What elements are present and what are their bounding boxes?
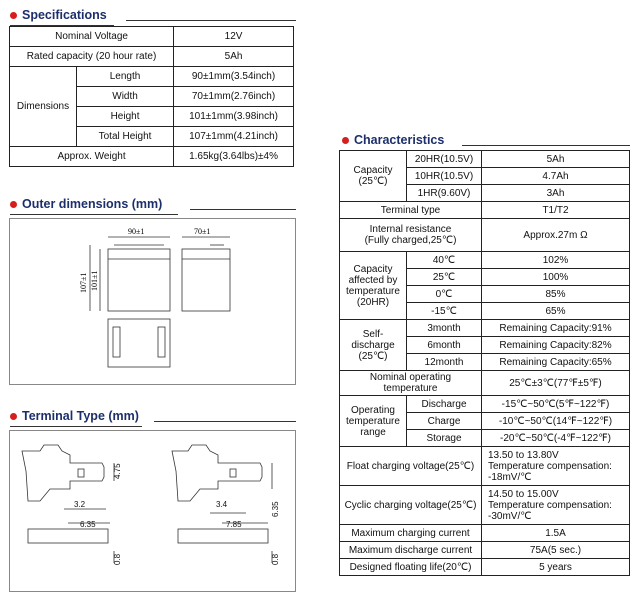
char-value: 85% (481, 285, 630, 303)
char-label: Terminal type (339, 201, 482, 219)
specifications-header: Specifications (10, 7, 296, 26)
char-key: 20HR(10.5V) (406, 150, 482, 168)
t2-dim-height: 6.35 (271, 501, 280, 517)
char-value: Remaining Capacity:91% (481, 319, 630, 337)
spec-value: 1.65kg(3.64lbs)±4% (173, 146, 294, 167)
spec-value: 70±1mm(2.76inch) (173, 86, 294, 107)
bullet-icon (10, 200, 17, 208)
char-key: Discharge (406, 395, 482, 413)
spec-value: 107±1mm(4.21inch) (173, 126, 294, 147)
char-label: Maximum charging current (339, 524, 482, 542)
section-title: Outer dimensions (mm) (22, 197, 163, 211)
char-value: T1/T2 (481, 201, 630, 219)
char-label: Operating temperature range (339, 395, 407, 447)
char-key: 25℃ (406, 268, 482, 286)
char-value: 102% (481, 251, 630, 269)
char-label: Designed floating life(20℃) (339, 558, 482, 576)
char-label: Self-discharge (25℃) (339, 319, 407, 371)
char-label: Nominal operating temperature (339, 370, 482, 396)
t1-dim-length: 6.35 (80, 520, 96, 529)
section-title: Terminal Type (mm) (22, 409, 139, 423)
char-label: Maximum discharge current (339, 541, 482, 559)
char-key: 3month (406, 319, 482, 337)
char-value: 4.7Ah (481, 167, 630, 185)
t1-dim-height: 4.75 (113, 463, 122, 479)
char-value: -10℃~50℃(14℉~122℉) (481, 412, 630, 430)
t1-dim-slot: 3.2 (74, 500, 86, 509)
dimensions-label: Dimensions (9, 66, 77, 147)
char-label: Capacity (25℃) (339, 150, 407, 202)
char-value: 14.50 to 15.00V Temperature compensation… (481, 485, 630, 525)
char-value: 100% (481, 268, 630, 286)
outer-dimensions-drawing: 90±1 70±1 107±1 101±1 (9, 218, 296, 385)
section-title: Specifications (22, 8, 107, 22)
spec-value: 12V (173, 26, 294, 47)
spec-label: Rated capacity (20 hour rate) (8, 46, 175, 67)
characteristics-header: Characteristics (342, 132, 630, 151)
total-height-label: 107±1 (79, 273, 88, 293)
spec-label: Length (75, 66, 175, 87)
char-value: 3Ah (481, 184, 630, 202)
char-label: Internal resistance (Fully charged,25℃) (339, 218, 482, 252)
bullet-icon (342, 136, 349, 144)
char-value: 5 years (481, 558, 630, 576)
bullet-icon (10, 412, 17, 420)
char-value: 1.5A (481, 524, 630, 542)
char-key: Storage (406, 429, 482, 447)
side-width-label: 70±1 (194, 227, 210, 236)
char-value: 25℃±3℃(77℉±5℉) (481, 370, 630, 396)
t1-dim-thickness: 0.8 (113, 553, 122, 565)
char-key: 0℃ (406, 285, 482, 303)
char-key: 6month (406, 336, 482, 354)
terminal-drawing: 4.75 3.2 6.35 0.8 6.35 3.4 7.85 0.8 (21, 444, 280, 565)
spec-value: 5Ah (173, 46, 294, 67)
char-value: -15℃~50℃(5℉~122℉) (481, 395, 630, 413)
char-value: -20℃~50℃(-4℉~122℉) (481, 429, 630, 447)
bullet-icon (10, 11, 17, 19)
char-key: 40℃ (406, 251, 482, 269)
section-title: Characteristics (354, 133, 445, 147)
battery-outline-drawing: 90±1 70±1 107±1 101±1 (79, 227, 231, 368)
terminal-type-header: Terminal Type (mm) (10, 408, 296, 427)
t2-dim-slot: 3.4 (216, 500, 228, 509)
spec-label: Nominal Voltage (8, 26, 175, 47)
char-key: Charge (406, 412, 482, 430)
char-label: Cyclic charging voltage(25℃) (339, 485, 482, 525)
char-value: 13.50 to 13.80V Temperature compensation… (481, 446, 630, 486)
spec-label: Total Height (75, 126, 175, 147)
char-value: Remaining Capacity:82% (481, 336, 630, 354)
char-key: 1HR(9.60V) (406, 184, 482, 202)
characteristics-table: Capacity (25℃) 20HR(10.5V) 5Ah 10HR(10.5… (339, 150, 630, 576)
specifications-table: Nominal Voltage 12V Rated capacity (20 h… (8, 26, 294, 167)
front-width-label: 90±1 (128, 227, 144, 236)
char-value: Remaining Capacity:65% (481, 353, 630, 371)
outer-dimensions-header: Outer dimensions (mm) (10, 196, 296, 215)
char-value: Approx.27m Ω (481, 218, 630, 252)
char-value: 65% (481, 302, 630, 320)
char-value: 5Ah (481, 150, 630, 168)
char-label: Float charging voltage(25℃) (339, 446, 482, 486)
spec-value: 101±1mm(3.98inch) (173, 106, 294, 127)
spec-label: Width (75, 86, 175, 107)
t2-dim-thickness: 0.8 (271, 553, 280, 565)
char-label: Capacity affected by temperature (20HR) (339, 251, 407, 320)
char-key: -15℃ (406, 302, 482, 320)
t2-dim-length: 7.85 (226, 520, 242, 529)
terminal-type-drawing: 4.75 3.2 6.35 0.8 6.35 3.4 7.85 0.8 (9, 430, 296, 592)
spec-label: Approx. Weight (8, 146, 175, 167)
char-key: 10HR(10.5V) (406, 167, 482, 185)
spec-label: Height (75, 106, 175, 127)
height-label: 101±1 (90, 271, 99, 291)
char-value: 75A(5 sec.) (481, 541, 630, 559)
char-key: 12month (406, 353, 482, 371)
spec-value: 90±1mm(3.54inch) (173, 66, 294, 87)
